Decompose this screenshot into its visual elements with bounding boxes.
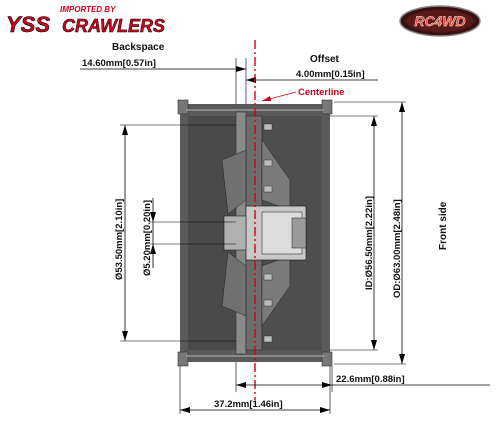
centerline-callout: Centerline — [261, 87, 344, 102]
centerline-label: Centerline — [298, 87, 344, 98]
total-width-dimension: 37.2mm[1.46in] — [179, 366, 331, 414]
offset-dimension: 4.00mm[0.15in] — [246, 69, 378, 83]
yss-crawlers-logo: IMPORTED BY YSS CRAWLERS — [4, 4, 212, 37]
id-dimension: ID:Ø56.50mm[2.22in] — [330, 115, 378, 351]
bore-dimension: Ø5.20mm[0.20in] — [142, 198, 236, 276]
logo-crawlers: CRAWLERS — [62, 16, 165, 36]
front-side-label: Front side — [438, 201, 449, 250]
backspace-title: Backspace — [112, 42, 165, 53]
offset-value: 4.00mm[0.15in] — [296, 69, 365, 80]
front-width-value: 22.6mm[0.88in] — [336, 374, 405, 385]
rc4wd-logo: RC4WD — [399, 5, 481, 37]
logo-imported-by: IMPORTED BY — [60, 5, 116, 14]
od-right-value: OD:Ø63.00mm[2.48in] — [392, 199, 403, 298]
total-width-value: 37.2mm[1.46in] — [214, 399, 283, 410]
left-od-dimension: Ø53.50mm[2.10in] — [114, 124, 236, 342]
logo-rc4wd-text: RC4WD — [414, 13, 465, 29]
bore-value: Ø5.20mm[0.20in] — [142, 200, 153, 276]
logo-yss: YSS — [6, 12, 50, 37]
offset-title: Offset — [310, 54, 340, 65]
id-value: ID:Ø56.50mm[2.22in] — [364, 196, 375, 290]
front-width-dimension: 22.6mm[0.88in] — [235, 362, 490, 392]
od-left-value: Ø53.50mm[2.10in] — [114, 199, 125, 280]
backspace-value: 14.60mm[0.57in] — [82, 58, 156, 69]
od-right-dimension: OD:Ø63.00mm[2.48in] — [334, 101, 406, 365]
